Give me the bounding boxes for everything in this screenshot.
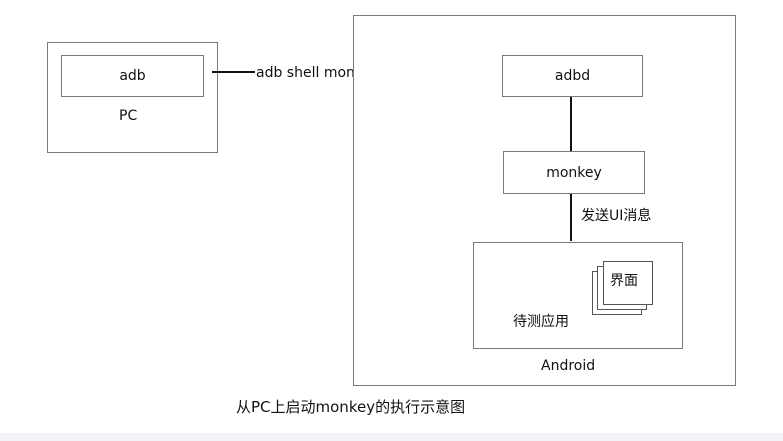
app-under-test-label: 待测应用	[513, 314, 569, 330]
connection-command-label: adb shell monkey	[256, 65, 380, 81]
screen-label: 界面	[610, 273, 638, 289]
connection-line-left	[212, 71, 255, 73]
adb-label: adb	[119, 68, 146, 84]
send-ui-message-label: 发送UI消息	[581, 208, 652, 224]
line-adbd-monkey	[570, 97, 572, 151]
screen-stack-front: 界面	[603, 261, 653, 305]
monkey-label: monkey	[546, 164, 602, 181]
adbd-box: adbd	[502, 55, 643, 97]
adb-box: adb	[61, 55, 204, 97]
line-monkey-app	[570, 194, 572, 241]
monkey-box: monkey	[503, 151, 645, 194]
pc-label: PC	[119, 108, 138, 124]
diagram-caption: 从PC上启动monkey的执行示意图	[236, 398, 466, 416]
android-label: Android	[541, 358, 596, 374]
bottom-bar	[0, 433, 783, 441]
adbd-label: adbd	[554, 68, 591, 84]
